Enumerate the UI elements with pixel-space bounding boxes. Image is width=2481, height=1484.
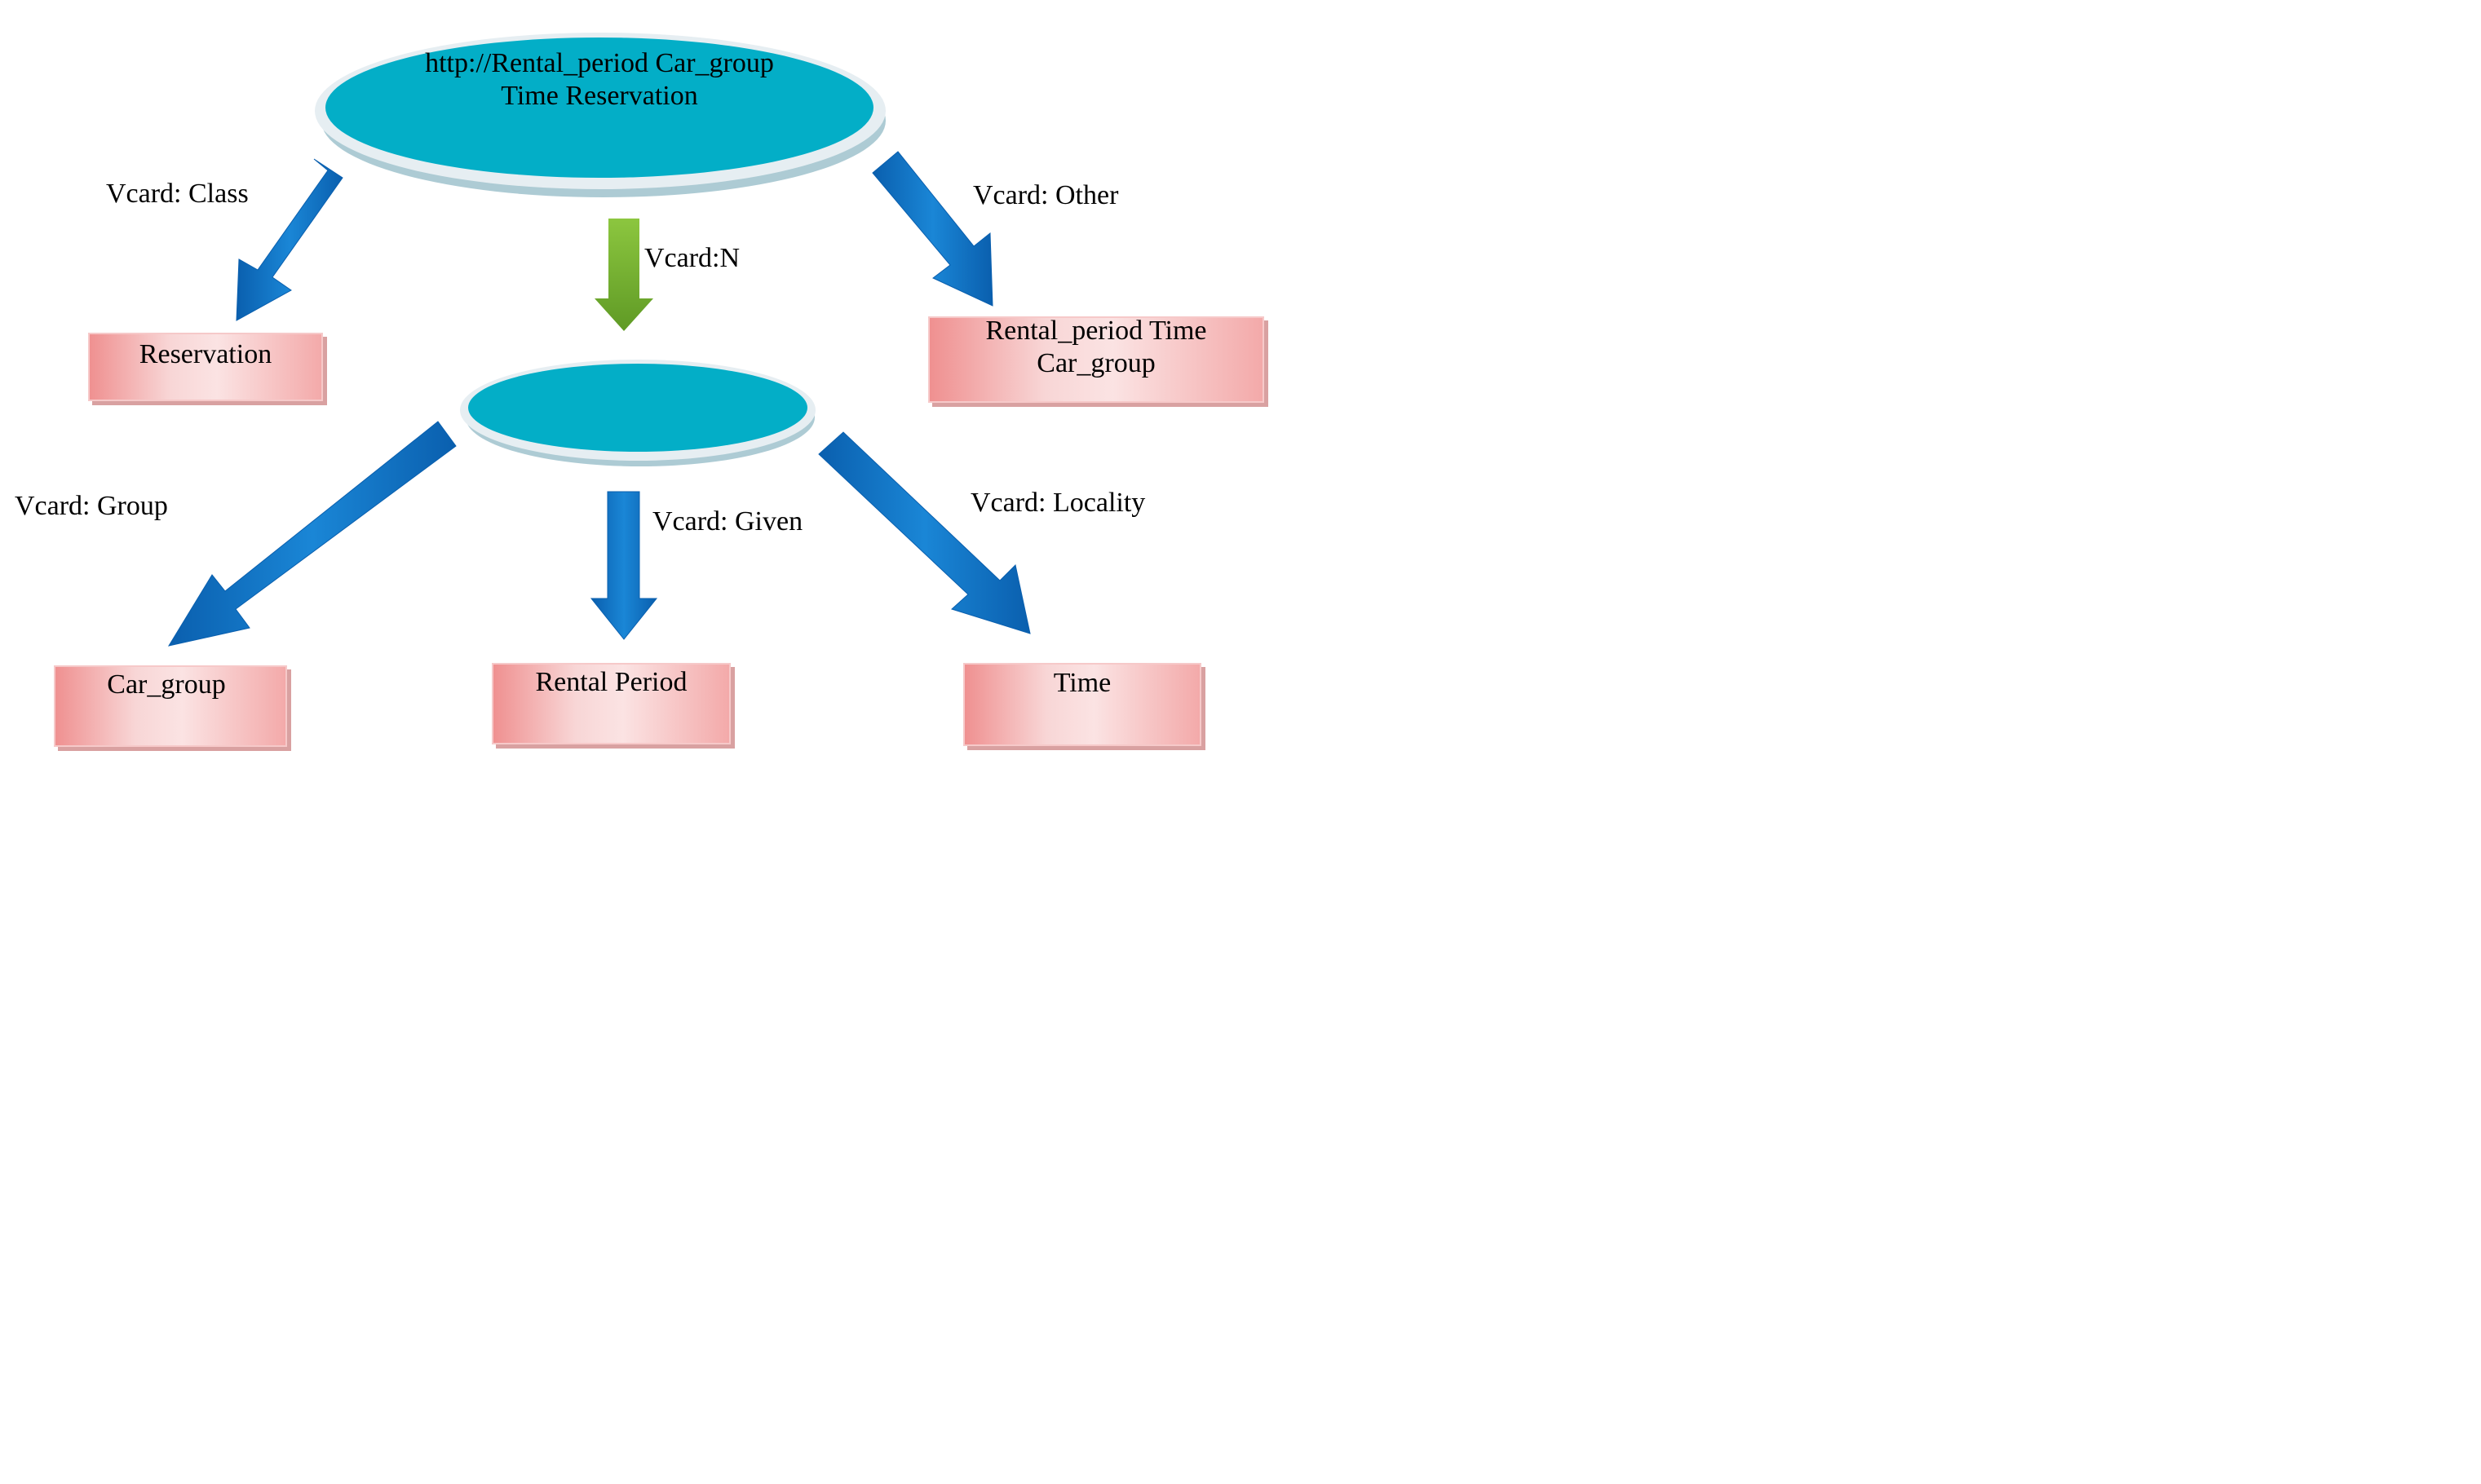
root-node — [315, 33, 886, 197]
blank-node — [460, 360, 816, 466]
node-rental-period-label: Rental Period — [535, 667, 688, 697]
node-rental-period-time-line2: Car_group — [1037, 348, 1156, 378]
arrow-given — [590, 491, 658, 640]
arrow-locality — [818, 431, 1031, 634]
diagram-canvas — [167, 33, 1031, 647]
edge-label-group: Vcard: Group — [15, 491, 168, 521]
node-rental-period-time: Rental_period Time Car_group — [928, 316, 1264, 403]
node-rental-period-time-line1: Rental_period Time — [985, 316, 1207, 346]
node-car-group-label: Car_group — [107, 669, 226, 700]
root-node-label-line1: http://Rental_period Car_group — [425, 48, 774, 78]
arrow-class — [236, 158, 343, 321]
edge-label-locality: Vcard: Locality — [971, 488, 1146, 518]
node-time: Time — [963, 663, 1201, 746]
node-rental-period: Rental Period — [492, 663, 731, 744]
arrow-n — [595, 219, 653, 331]
node-time-label: Time — [1053, 668, 1112, 698]
node-car-group: Car_group — [54, 665, 287, 747]
arrow-other — [872, 151, 993, 307]
edge-label-class: Vcard: Class — [106, 179, 249, 209]
arrow-group — [167, 421, 457, 647]
node-reservation: Reservation — [88, 333, 323, 401]
edge-label-other: Vcard: Other — [973, 180, 1119, 210]
edge-label-given: Vcard: Given — [652, 506, 803, 537]
edge-label-n: Vcard:N — [644, 243, 741, 273]
node-reservation-label: Reservation — [139, 339, 272, 369]
root-node-label-line2: Time Reservation — [501, 81, 698, 111]
